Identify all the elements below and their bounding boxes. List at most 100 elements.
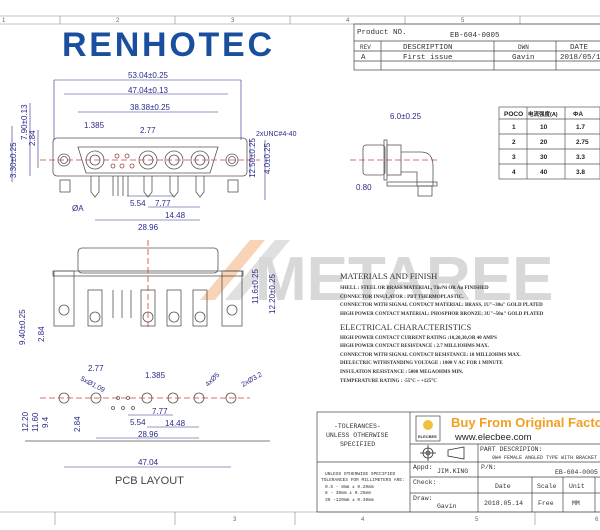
tolerance-detail: UNLESS OTHERWISE SPECIFIED bbox=[325, 471, 396, 477]
table-cell: 10 bbox=[540, 124, 548, 131]
front-dimension-lines bbox=[11, 79, 266, 221]
electrical-line: HIGH POWER CONTACT RESISTANCE : 2.7 MILL… bbox=[340, 344, 490, 349]
dim-thread: 2xUNC#4-40 bbox=[256, 131, 297, 138]
dim-2-84-bottom: 2.84 bbox=[37, 326, 46, 342]
ruler-label: 5 bbox=[475, 517, 479, 523]
website-url: www.elecbee.com bbox=[454, 432, 532, 443]
pcb-dim-power-holes: 4xØ5 bbox=[204, 372, 221, 389]
dim-height-7-90: 7.90±0.13 bbox=[20, 104, 29, 140]
table-cell: 4 bbox=[512, 169, 516, 176]
table-cell: 1 bbox=[512, 124, 516, 131]
side-view bbox=[350, 139, 440, 197]
pcb-dim-28-96: 28.96 bbox=[138, 430, 159, 439]
svg-text:METAREE: METAREE bbox=[255, 245, 554, 314]
appd-value: JIM.KING bbox=[437, 468, 468, 475]
pcb-dim-2-84: 2.84 bbox=[73, 416, 82, 432]
top-ruler bbox=[0, 15, 600, 25]
date-value: 2018/05/14 bbox=[560, 54, 600, 62]
dim-phi-a: ØA bbox=[72, 204, 84, 213]
date-header: Date bbox=[495, 483, 511, 490]
dim-9-40: 9.40±0.25 bbox=[18, 309, 27, 345]
dim-overall-width: 53.04±0.25 bbox=[128, 71, 169, 80]
revision-table bbox=[353, 23, 600, 71]
electrical-line: HIGH POWER CONTACT CURRENT RATING :10,20… bbox=[340, 336, 497, 341]
table-cell: 3 bbox=[512, 154, 516, 161]
bottom-view bbox=[52, 240, 244, 330]
electrical-line: CONNECTOR WITH SIGNAL CONTACT RESISTANCE… bbox=[340, 353, 521, 358]
dim-7-77: 7.77 bbox=[155, 199, 171, 208]
front-view bbox=[40, 137, 260, 198]
table-header: 电流强度(A) bbox=[528, 110, 558, 118]
materials-title: MATERIALS AND FINISH bbox=[340, 271, 437, 281]
rev-value: A bbox=[361, 54, 366, 62]
tolerance-detail: TOLERANCES FOR MILLIMETERS ARE: bbox=[321, 477, 405, 483]
product-no: EB-604-0005 bbox=[450, 32, 500, 40]
watermark: METAREE bbox=[200, 240, 554, 314]
pn-label: P/N: bbox=[481, 464, 497, 471]
brand-logo: RENHOTEC bbox=[62, 26, 272, 64]
ruler-label: 4 bbox=[346, 18, 350, 24]
pcb-dim-1-385: 1.385 bbox=[145, 371, 166, 380]
pcb-dim-5-54: 5.54 bbox=[130, 418, 146, 427]
dim-4-0: 4.0±0.25 bbox=[263, 142, 272, 174]
dim-signal-pitch: 1.385 bbox=[84, 121, 105, 130]
materials-line: CONNECTOR INSULATOR : PBT THERMOPLASTIC. bbox=[340, 295, 464, 300]
footer-title-block bbox=[316, 411, 600, 513]
dim-12-20: 12.20±0.25 bbox=[268, 273, 277, 314]
tolerances-line: -TOLERANCES- bbox=[334, 423, 381, 430]
header-date: DATE bbox=[570, 44, 589, 52]
pcb-dim-2-77: 2.77 bbox=[88, 364, 104, 373]
tolerance-detail: 0.5 - 8mm ± 0.20mm bbox=[325, 484, 374, 490]
dim-3-30: 3.30±0.25 bbox=[9, 142, 18, 178]
contact-table bbox=[498, 106, 600, 180]
ruler-label: 5 bbox=[461, 18, 465, 24]
pcb-dim-11-60: 11.60 bbox=[31, 412, 40, 432]
table-header: ΦA bbox=[573, 111, 583, 118]
materials-line: SHELL : STEEL OR BRASS MATERIAL, Tin/Ni … bbox=[340, 286, 489, 291]
table-header: POCO bbox=[504, 111, 523, 118]
dim-12-50: 12.50±0.25 bbox=[248, 137, 257, 178]
electrical-title: ELECTRICAL CHARACTERISTICS bbox=[340, 322, 471, 332]
pcb-dim-mount-holes: 2xØ3.2 bbox=[241, 371, 264, 388]
pcb-layout-title: PCB LAYOUT bbox=[115, 475, 184, 487]
ruler-label: 3 bbox=[231, 18, 235, 24]
table-cell: 3.3 bbox=[576, 154, 585, 161]
scale-header: Scale bbox=[537, 483, 557, 490]
projection-symbol-icon bbox=[420, 445, 465, 461]
table-cell: 2 bbox=[512, 139, 516, 146]
tolerance-detail: 30 -120mm ± 0.30mm bbox=[325, 497, 374, 503]
table-cell: 40 bbox=[540, 169, 548, 176]
dwn-value: Gavin bbox=[512, 54, 535, 62]
draw-value: Gavin bbox=[437, 503, 457, 510]
pn-value: EB-604-0005 bbox=[555, 469, 598, 476]
description-value: First issue bbox=[403, 54, 453, 62]
svg-text:ELECBEE: ELECBEE bbox=[418, 434, 437, 439]
ruler-label: 4 bbox=[361, 517, 365, 523]
tolerance-detail: 8 - 30mm ± 0.25mm bbox=[325, 490, 371, 496]
materials-line: CONNECTOR WITH SIGNAL CONTACT MATERIAL: … bbox=[340, 303, 543, 308]
dim-side-depth: 6.0±0.25 bbox=[390, 112, 422, 121]
ruler-label: 1 bbox=[2, 18, 6, 24]
unit-header: Unit bbox=[569, 483, 585, 490]
table-cell: 20 bbox=[540, 139, 548, 146]
ruler-label: 6 bbox=[595, 517, 599, 523]
header-rev: REV bbox=[360, 44, 371, 51]
electrical-line: INSULATION RESISTANCE : 5000 MEGAOHMS MI… bbox=[340, 370, 464, 375]
logo-elecbee: ELECBEE bbox=[418, 420, 437, 439]
pcb-dim-9-4: 9.4 bbox=[41, 416, 50, 428]
part-desc-label: PART DESCRIPION: bbox=[480, 446, 542, 453]
scale-value: Free bbox=[538, 500, 554, 507]
tolerances-line: SPECIFIED bbox=[340, 441, 375, 448]
electrical-line: DIELECTRIC WITHSTANDING VOLTAGE : 1000 V… bbox=[340, 361, 503, 366]
banner: Buy From Original Factory bbox=[451, 415, 600, 430]
date-value: 2018.05.14 bbox=[484, 500, 523, 507]
dim-mount-spacing: 47.04±0.13 bbox=[128, 86, 169, 95]
dim-14-48: 14.48 bbox=[165, 211, 186, 220]
draw-label: Draw: bbox=[413, 495, 433, 502]
header-dwn: DWN bbox=[518, 44, 529, 51]
part-desc: 9W4 FEMALE ANGLED TYPE WITH BRACKET bbox=[492, 455, 597, 461]
unit-value: MM bbox=[572, 500, 580, 507]
dim-28-96: 28.96 bbox=[138, 223, 159, 232]
table-cell: 2.75 bbox=[576, 139, 589, 146]
